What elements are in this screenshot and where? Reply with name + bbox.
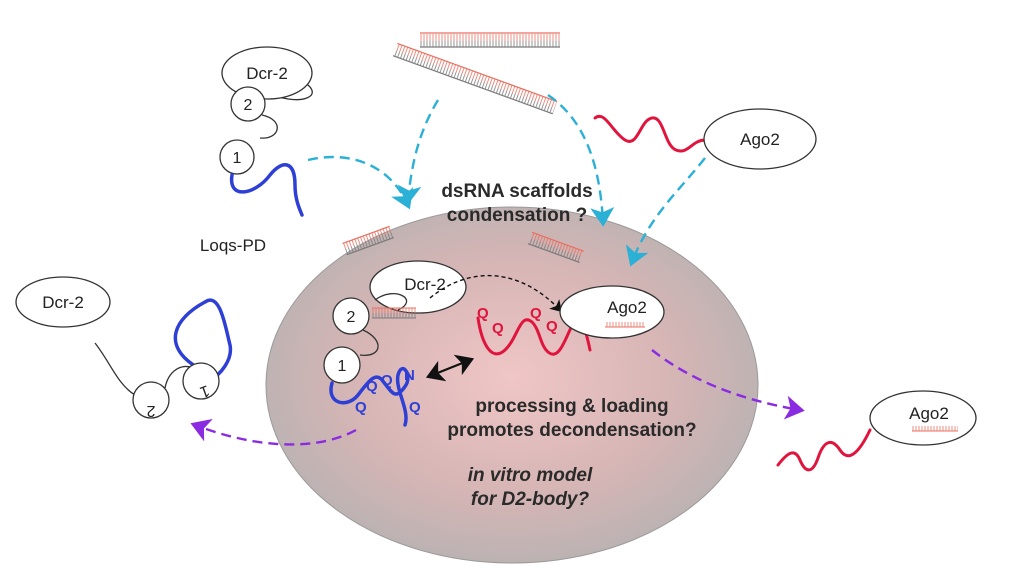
domain-2-label-top: 2 (244, 97, 253, 114)
domain-2-node-inside (332, 297, 370, 335)
linker-top (259, 114, 278, 139)
q-residue-4: Q (409, 399, 421, 416)
loqs-idr-left (173, 298, 233, 382)
domain-2-node-left (132, 381, 170, 419)
dcr2-node-left (15, 276, 111, 328)
domain-1-node-left (182, 362, 220, 400)
loqs-pd-label: Loqs-PD (200, 236, 266, 255)
ago2-label-top: Ago2 (740, 130, 780, 149)
domain-1-node-top (219, 139, 255, 175)
domain-2-label-left: 2 (146, 402, 155, 419)
caption-processing-line1: processing & loading (475, 396, 668, 417)
dcr2-helicase-loop-inside (374, 293, 407, 311)
caption-dsrna-line2: condensation ? (447, 205, 587, 226)
q-residue-1: Q (366, 378, 378, 395)
dsrna-bound-dcr2 (372, 307, 416, 319)
loqs-dcr2-complex-inside: Dcr-2 2 1 Q Q Q N Q (323, 260, 467, 427)
sirna-bound-ago2-inside (605, 322, 645, 328)
dcr2-label-left: Dcr-2 (42, 293, 84, 312)
caption-model-line1: in vitro model (468, 465, 593, 486)
scaffold-arrow-dsrna-right (547, 94, 615, 227)
q-red-2: Q (492, 320, 504, 337)
ago2-label-right: Ago2 (909, 404, 949, 423)
loqs-idr-top (230, 163, 304, 217)
dsrna-transfer-arrow (429, 274, 562, 313)
domain-1-node-inside (323, 346, 361, 384)
ssrna-strand-right (776, 428, 872, 472)
release-arrow-ago2 (651, 349, 805, 420)
dcr2-node-inside (369, 260, 467, 314)
q-residue-2: Q (381, 372, 393, 389)
domain-1-label-inside: 1 (338, 358, 347, 375)
loqs-dcr2-complex-left: Dcr-2 2 1 (15, 276, 233, 419)
domain-1-label-top: 1 (233, 150, 242, 167)
dsrna-duplex-top-long (392, 42, 558, 115)
loqs-idr-inside (329, 367, 410, 427)
dsrna-duplex-top-short (420, 32, 560, 48)
caption-dsrna-line1: dsRNA scaffolds (441, 181, 592, 202)
linker-inside (359, 329, 379, 356)
scaffold-arrow-loqs (307, 155, 414, 210)
loqs-dcr2-complex-top: Dcr-2 2 1 (219, 46, 313, 217)
double-headed-arrow-icon (425, 354, 475, 382)
dcr2-tether-left (94, 342, 136, 396)
ago2-label-inside: Ago2 (607, 298, 647, 317)
ago2-node-top (703, 108, 817, 170)
n-residue: N (404, 367, 415, 384)
release-arrow-loqs (190, 418, 357, 446)
dcr2-node-top (221, 46, 313, 100)
dcr2-label-top: Dcr-2 (246, 64, 288, 83)
dsrna-duplex-inside-right (527, 231, 584, 264)
domain-2-label-inside: 2 (347, 309, 356, 326)
q-red-1: Q (477, 305, 489, 322)
scaffold-arrow-dsrna-left (397, 99, 440, 205)
q-residue-3: Q (355, 399, 367, 416)
caption-processing-line2: promotes decondensation? (447, 420, 696, 441)
q-red-4: Q (546, 318, 558, 335)
caption-model-line2: for D2-body? (471, 489, 590, 510)
domain-2-node-top (230, 86, 266, 122)
dcr2-label-inside: Dcr-2 (404, 275, 446, 294)
ssrna-strand-top (593, 114, 707, 153)
dsrna-duplex-inside-left (342, 225, 394, 256)
q-red-3: Q (530, 305, 542, 322)
sirna-bound-ago2-right (912, 426, 958, 432)
